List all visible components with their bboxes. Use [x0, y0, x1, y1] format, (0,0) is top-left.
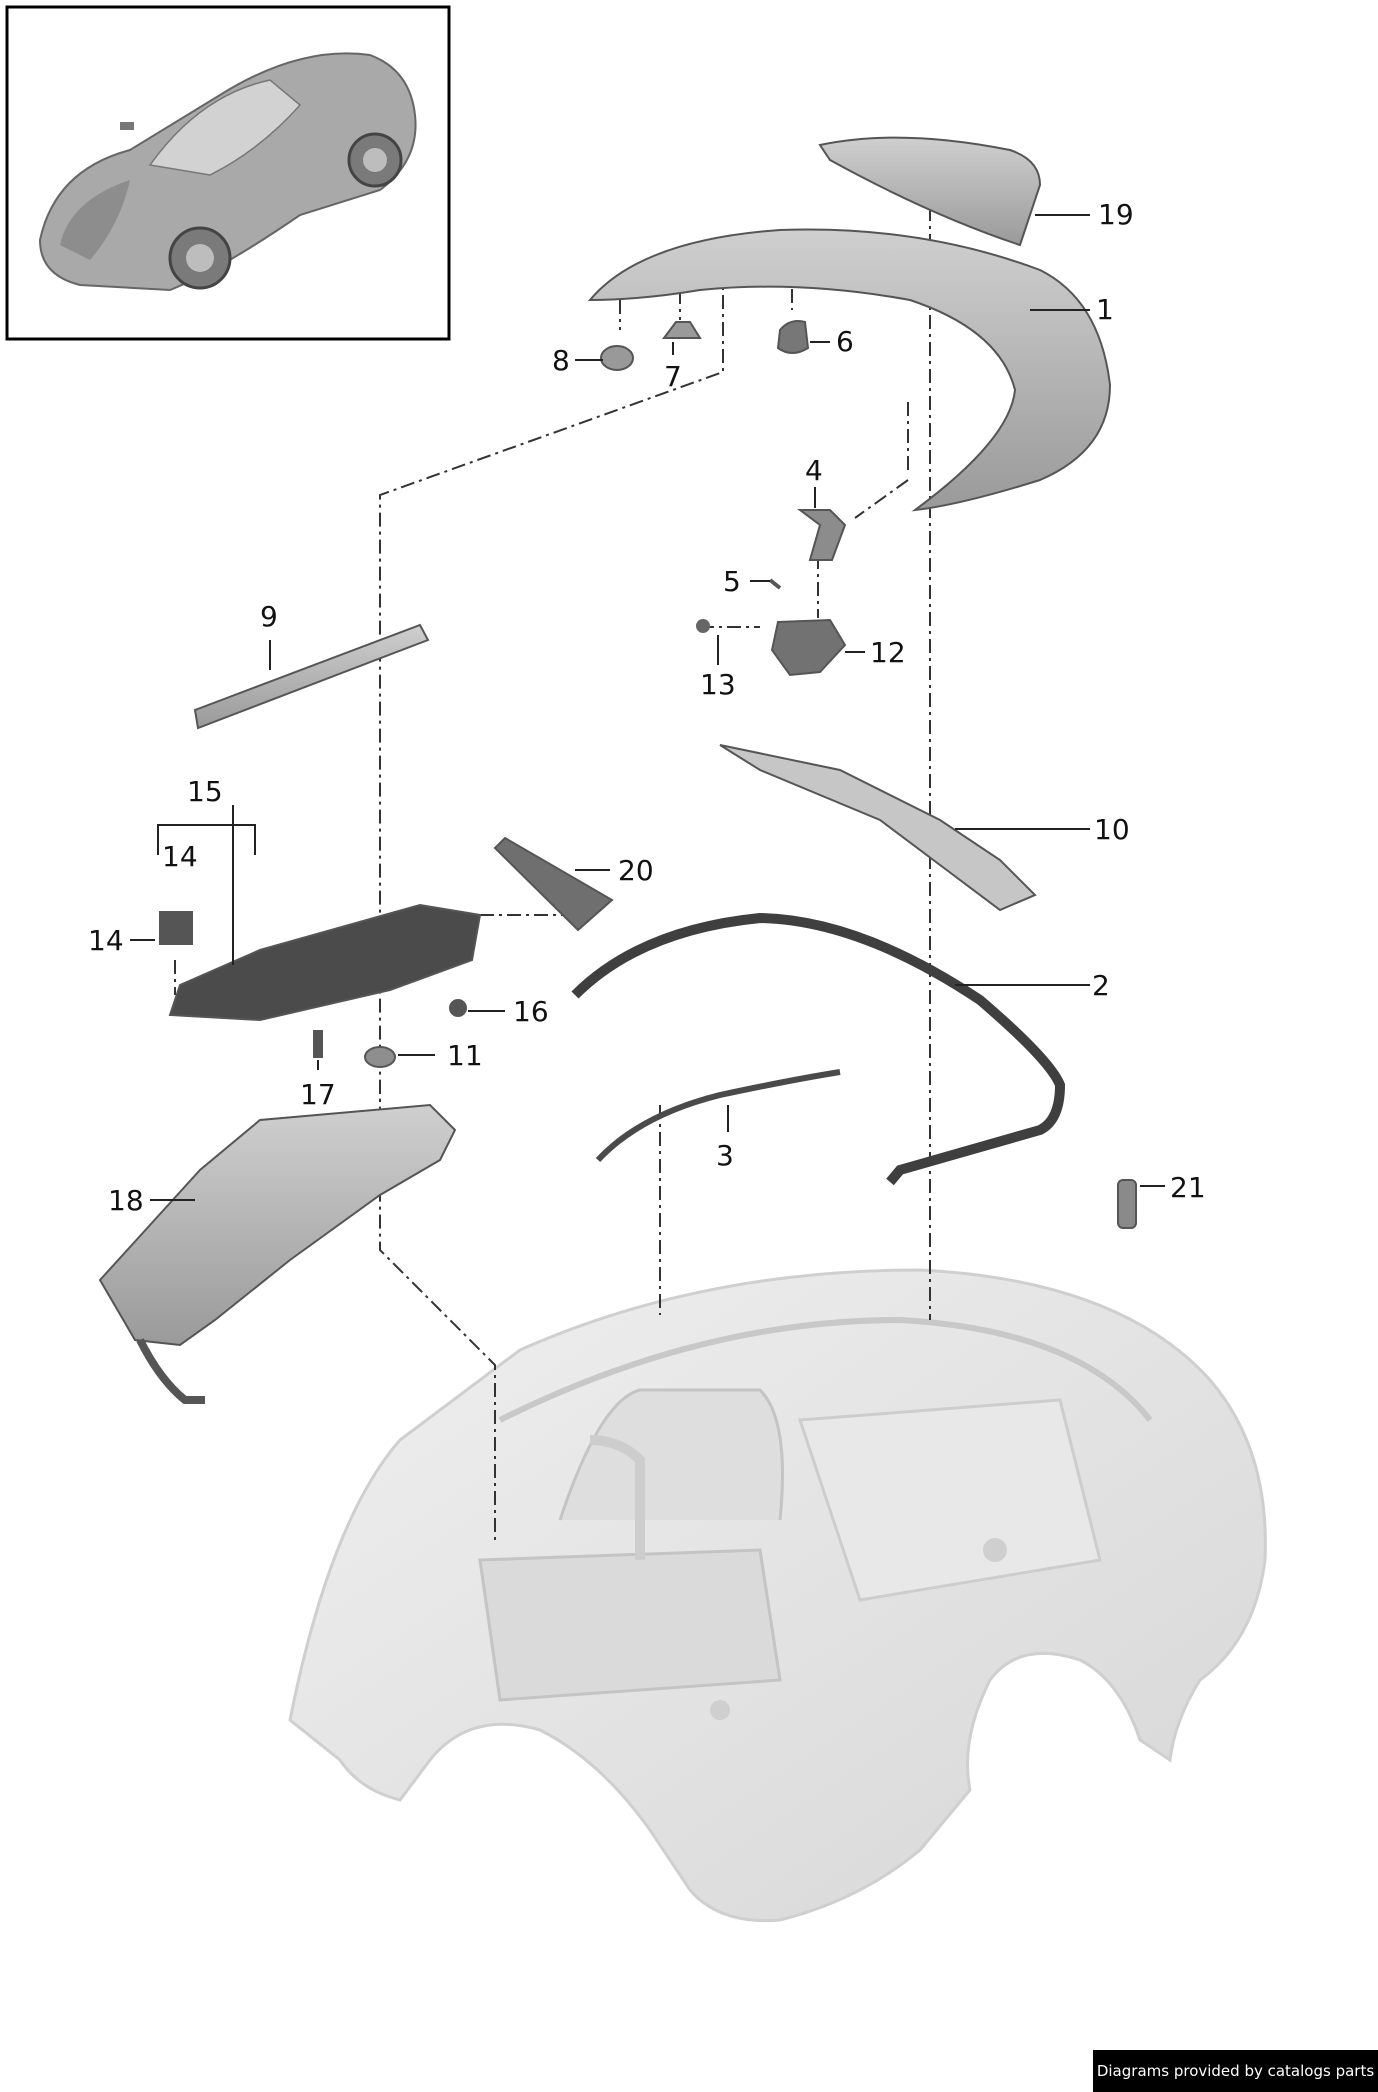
label-part-18: 18 [108, 1184, 144, 1217]
part-14-shape [159, 911, 193, 945]
label-part-1: 1 [1096, 293, 1114, 326]
part-19-shape [818, 136, 1042, 247]
label-part-14-group: 14 [162, 840, 198, 873]
part-15-shape [168, 903, 482, 1022]
label-part-3: 3 [716, 1139, 734, 1172]
part-11-shape [364, 1046, 396, 1068]
label-part-15: 15 [187, 775, 223, 808]
part-9-shape [193, 623, 430, 730]
label-part-5: 5 [723, 565, 741, 598]
part-18-hose [136, 1338, 205, 1404]
label-part-13: 13 [700, 668, 736, 701]
part-3-shape [595, 1069, 841, 1163]
part-7-shape [662, 321, 702, 339]
part-6-shape [776, 320, 810, 354]
label-part-14: 14 [88, 924, 124, 957]
label-part-7: 7 [664, 360, 682, 393]
part-4-shape [797, 509, 847, 561]
label-part-8: 8 [552, 344, 570, 377]
label-part-19: 19 [1098, 198, 1134, 231]
part-12-shape [770, 618, 847, 677]
part-17-shape [313, 1030, 323, 1058]
part-1-shape [587, 228, 1112, 512]
rear-body-shell [288, 1268, 1267, 1923]
label-part-2: 2 [1092, 969, 1110, 1002]
label-part-10: 10 [1094, 813, 1130, 846]
label-part-17: 17 [300, 1078, 336, 1111]
part-10-shape [719, 744, 1037, 912]
label-part-11: 11 [447, 1039, 483, 1072]
label-part-4: 4 [805, 454, 823, 487]
leader-lines [130, 214, 1165, 1201]
car-thumbnail-image [38, 52, 417, 292]
credit-banner: Diagrams provided by catalogs parts [1093, 2050, 1378, 2092]
label-part-12: 12 [870, 636, 906, 669]
part-20-shape [493, 836, 614, 932]
label-part-21: 21 [1170, 1171, 1206, 1204]
part-16-shape [449, 999, 467, 1017]
part-8-shape [600, 345, 634, 371]
label-part-6: 6 [836, 325, 854, 358]
label-part-9: 9 [260, 600, 278, 633]
part-13-shape [696, 619, 710, 633]
part-21-shape [1117, 1179, 1137, 1229]
part-2-shape [571, 912, 1066, 1186]
inset-car-thumbnail [5, 5, 451, 341]
label-part-16: 16 [513, 995, 549, 1028]
part-18-shape [98, 1103, 457, 1347]
part-5-shape [768, 578, 782, 590]
label-part-20: 20 [618, 854, 654, 887]
